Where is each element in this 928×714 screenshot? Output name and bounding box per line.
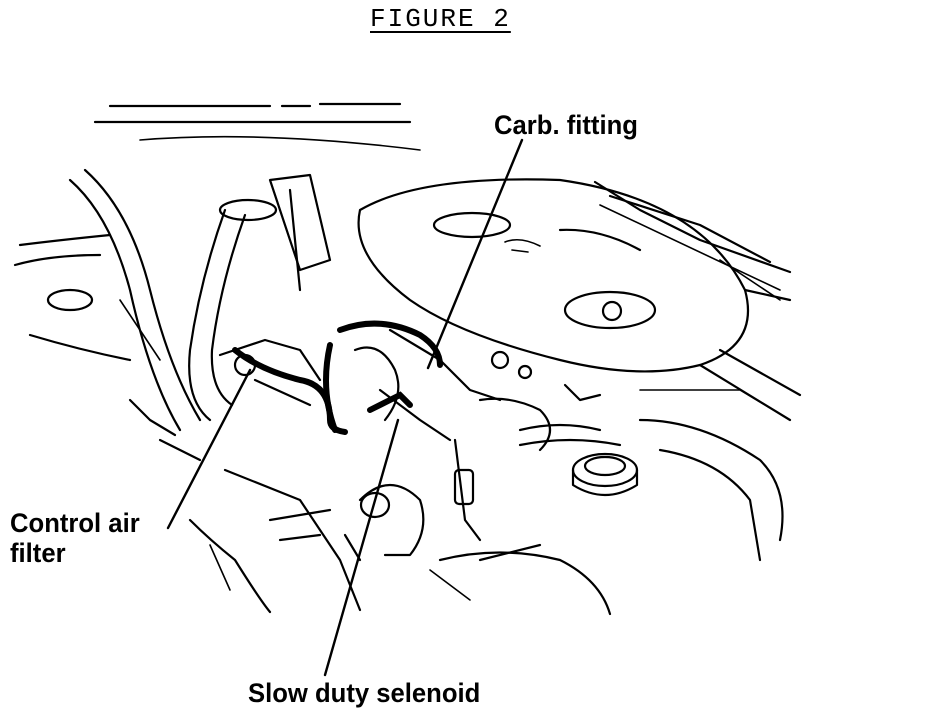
figure-title: FIGURE 2 — [370, 4, 511, 34]
intake-hoses — [68, 168, 332, 432]
right-fender-lines — [639, 288, 802, 422]
oil-filler-cap — [518, 383, 784, 562]
leader-carb-fitting — [426, 138, 524, 370]
leader-slow-duty-solenoid — [323, 418, 400, 677]
callout-carb-fitting: Carb. fitting — [494, 110, 638, 140]
carburetor-area — [353, 328, 552, 542]
callout-control-air-filter-line2: filter — [10, 538, 66, 568]
left-fender-lines — [13, 233, 202, 462]
leader-lines — [166, 138, 524, 677]
leader-control-air-filter — [166, 368, 252, 530]
lower-right-lines — [429, 543, 612, 616]
callout-control-air-filter-line1: Control air — [10, 508, 140, 538]
callout-control-air-filter: Control air filter — [10, 508, 140, 568]
hood-edge-lines — [93, 102, 421, 151]
control-air-hose — [218, 320, 443, 435]
air-cleaner-housing — [357, 178, 792, 373]
slow-duty-solenoid-unit — [188, 468, 425, 614]
callout-slow-duty-solenoid: Slow duty selenoid — [248, 678, 481, 708]
